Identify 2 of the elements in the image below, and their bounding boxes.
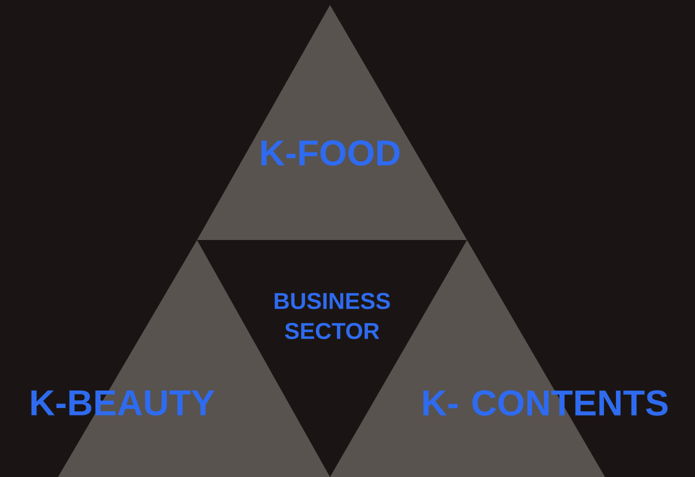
triangle-segment: K-FOOD	[197, 5, 467, 240]
sector-label: BUSINESS SECTOR	[274, 292, 390, 340]
